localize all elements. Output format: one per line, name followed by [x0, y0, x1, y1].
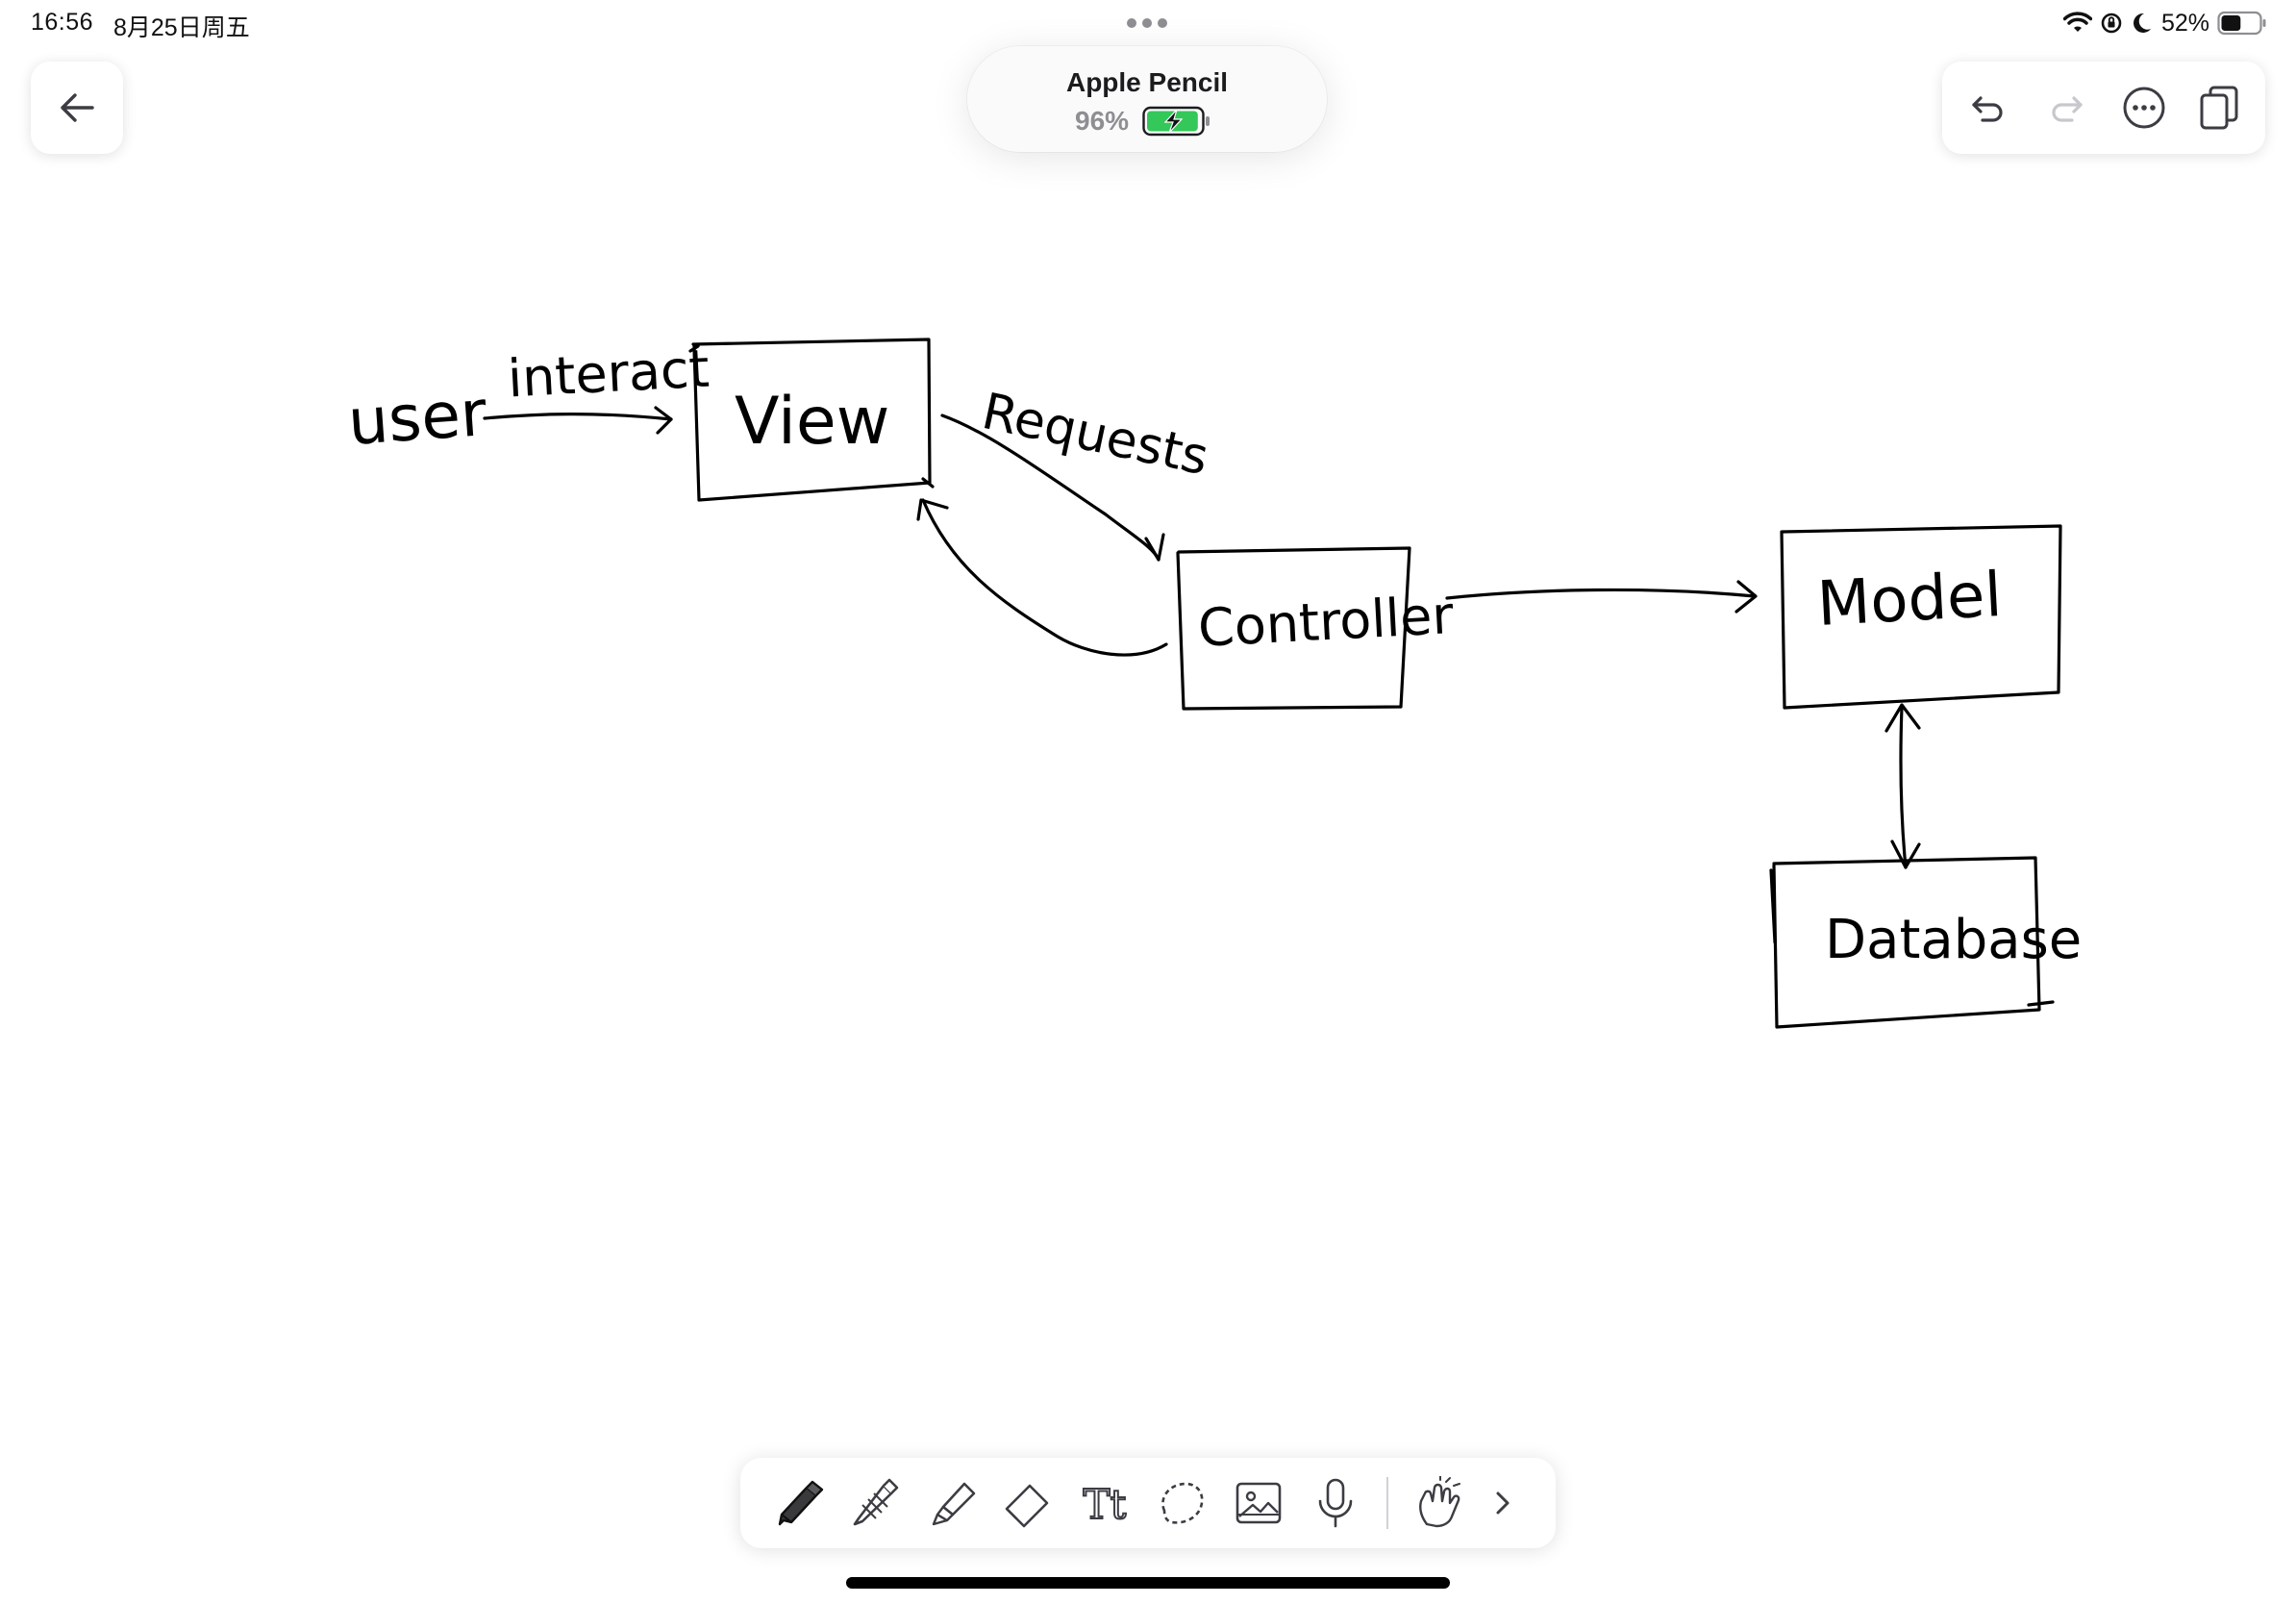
home-indicator[interactable]: [846, 1577, 1450, 1589]
status-date: 8月25日周五: [113, 14, 250, 41]
moon-icon: [2133, 13, 2151, 33]
redo-icon: [2052, 96, 2083, 122]
palette-divider: [1386, 1477, 1388, 1529]
charging-battery-icon: [1142, 106, 1210, 137]
pencil-tool[interactable]: [842, 1471, 906, 1535]
pages-icon: [2200, 86, 2238, 130]
pencil-battery-percent: 96%: [1075, 106, 1130, 136]
arrow-controller-to-model: [1445, 588, 1757, 600]
battery-icon: [2217, 11, 2266, 36]
label-view: View: [735, 384, 890, 460]
model-box: [1780, 524, 2062, 710]
tool-palette: Tt: [740, 1458, 1556, 1548]
undo-button[interactable]: [1959, 79, 2017, 137]
label-controller: Controller: [1196, 585, 1456, 659]
chevron-right-icon: [1496, 1491, 1510, 1515]
pen-icon: [778, 1480, 824, 1526]
pencil-battery-status: 96%: [1075, 106, 1211, 137]
highlighter-tool[interactable]: [919, 1471, 983, 1535]
controller-box: [1176, 546, 1411, 711]
arrow-left-icon: [61, 93, 94, 122]
right-toolbar: [1942, 62, 2265, 154]
pencil-title: Apple Pencil: [1065, 67, 1229, 97]
label-user: user: [345, 376, 489, 460]
text-tool[interactable]: Tt: [1073, 1471, 1136, 1535]
pencil-icon: [853, 1478, 899, 1526]
view-box: [688, 338, 935, 502]
multitasking-dots-icon[interactable]: [1127, 18, 1167, 28]
arrow-controller-to-view: [921, 498, 1168, 657]
undo-icon: [1972, 96, 2003, 122]
lasso-tool[interactable]: [1150, 1471, 1213, 1535]
ellipsis-circle-icon: [2123, 87, 2165, 129]
lasso-icon: [1161, 1482, 1204, 1524]
eraser-tool[interactable]: [996, 1471, 1060, 1535]
image-icon: [1235, 1482, 1282, 1524]
arrow-model-database: [1899, 705, 1908, 869]
label-model: Model: [1815, 560, 2004, 640]
microphone-tool[interactable]: [1304, 1471, 1367, 1535]
apple-pencil-battery-popup: Apple Pencil 96%: [967, 46, 1327, 152]
database-box: [1769, 856, 2055, 1029]
hand-touch-icon: [1419, 1476, 1460, 1528]
pages-button[interactable]: [2190, 79, 2248, 137]
more-tools-button[interactable]: [1471, 1471, 1535, 1535]
battery-percent: 52%: [2160, 9, 2209, 37]
pen-tool[interactable]: [765, 1471, 829, 1535]
image-tool[interactable]: [1227, 1471, 1290, 1535]
text-icon: Tt: [1083, 1480, 1128, 1529]
wifi-icon: [2062, 12, 2092, 32]
text-tool-glyph: Tt: [1084, 1481, 1127, 1528]
eraser-icon: [1005, 1484, 1049, 1528]
highlighter-icon: [932, 1482, 976, 1526]
arrow-user-to-view: [483, 413, 673, 421]
orientation-lock-icon: [2101, 13, 2122, 34]
redo-button[interactable]: [2037, 79, 2095, 137]
label-database: Database: [1825, 909, 2083, 971]
more-options-button[interactable]: [2115, 79, 2173, 137]
finger-draw-tool[interactable]: [1407, 1471, 1470, 1535]
arrow-view-to-controller: [940, 414, 1160, 562]
back-button[interactable]: [31, 62, 123, 154]
status-indicators: 52%: [2062, 8, 2267, 38]
status-time: 16:56: [31, 9, 94, 36]
label-interact: interact: [506, 338, 711, 410]
microphone-icon: [1318, 1478, 1353, 1528]
